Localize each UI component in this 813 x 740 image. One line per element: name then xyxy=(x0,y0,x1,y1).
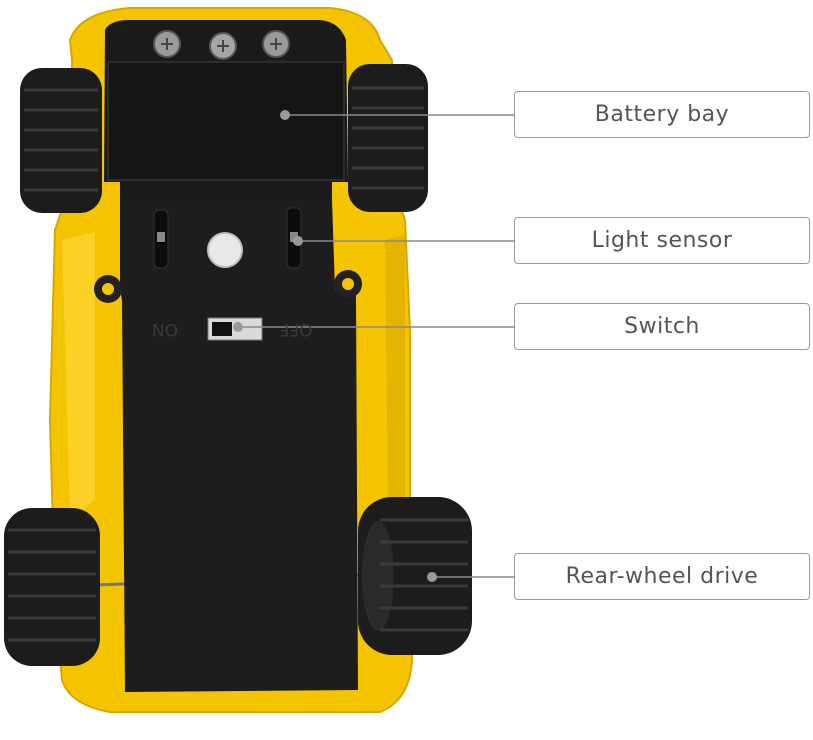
switch-label: Switch xyxy=(624,314,700,339)
light-sensor-callout: Light sensor xyxy=(514,217,810,264)
battery-bay-callout: Battery bay xyxy=(514,91,810,138)
chassis xyxy=(94,20,362,692)
light-sensor-dome xyxy=(207,232,243,268)
rear-wheel-drive-label: Rear-wheel drive xyxy=(565,564,759,589)
rear-left-wheel xyxy=(4,508,100,666)
light-sensor-label: Light sensor xyxy=(591,228,733,253)
screws xyxy=(153,30,290,60)
switch-off-label: OFF xyxy=(280,319,313,339)
leader-dots xyxy=(233,110,437,582)
leader-lines xyxy=(238,114,514,578)
rear-right-wheel xyxy=(358,497,472,655)
rear-wheel-drive-callout: Rear-wheel drive xyxy=(514,553,810,600)
front-left-wheel xyxy=(20,68,102,213)
battery-bay-label: Battery bay xyxy=(594,102,730,127)
switch-callout: Switch xyxy=(514,303,810,350)
switch-on-label: ON xyxy=(152,319,178,339)
front-right-wheel xyxy=(348,64,428,212)
